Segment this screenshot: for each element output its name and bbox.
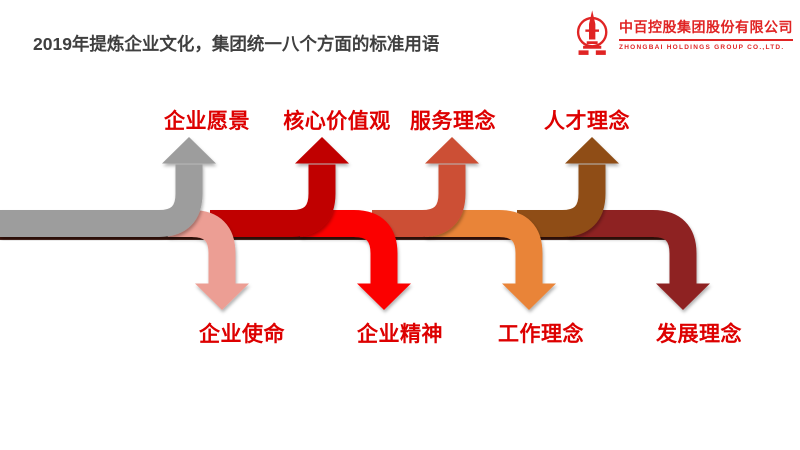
flow-baseline [0, 236, 692, 240]
corporate-vision-label: 企业愿景 [164, 110, 250, 133]
corporate-spirit-arrow [300, 210, 411, 310]
service-philosophy-label: 服务理念 [410, 110, 496, 133]
work-philosophy-arrow [425, 210, 556, 310]
company-name-en: ZHONGBAI HOLDINGS GROUP CO.,LTD. [619, 44, 785, 51]
development-philosophy-arrowhead-icon [656, 283, 710, 310]
core-values-arrowhead-icon [295, 137, 349, 164]
company-logo-text: 中百控股集团股份有限公司 ZHONGBAI HOLDINGS GROUP CO.… [619, 17, 793, 51]
logo-divider [619, 39, 793, 41]
corporate-spirit-arrowhead-icon [357, 283, 411, 310]
talent-philosophy-arrow [517, 137, 619, 237]
tower-logo-icon [576, 10, 608, 55]
company-logo: 中百控股集团股份有限公司 ZHONGBAI HOLDINGS GROUP CO.… [574, 8, 793, 60]
corporate-vision-arrowhead-icon [162, 137, 216, 164]
development-philosophy-label: 发展理念 [656, 323, 742, 346]
core-values-arrow [210, 137, 349, 237]
corporate-spirit-label: 企业精神 [357, 323, 443, 346]
talent-philosophy-arrowhead-icon [565, 137, 619, 164]
slide-title: 2019年提炼企业文化，集团统一八个方面的标准用语 [33, 34, 440, 54]
development-philosophy-arrow [568, 210, 710, 310]
talent-philosophy-label: 人才理念 [544, 110, 630, 133]
corporate-mission-label: 企业使命 [199, 323, 285, 346]
core-values-label: 核心价值观 [283, 110, 391, 133]
service-philosophy-arrow [372, 137, 479, 237]
work-philosophy-label: 工作理念 [498, 323, 584, 346]
company-name-zh: 中百控股集团股份有限公司 [619, 19, 793, 35]
corporate-vision-arrow [0, 137, 216, 237]
corporate-mission-arrowhead-icon [195, 283, 249, 310]
work-philosophy-arrowhead-icon [502, 283, 556, 310]
service-philosophy-arrowhead-icon [425, 137, 479, 164]
